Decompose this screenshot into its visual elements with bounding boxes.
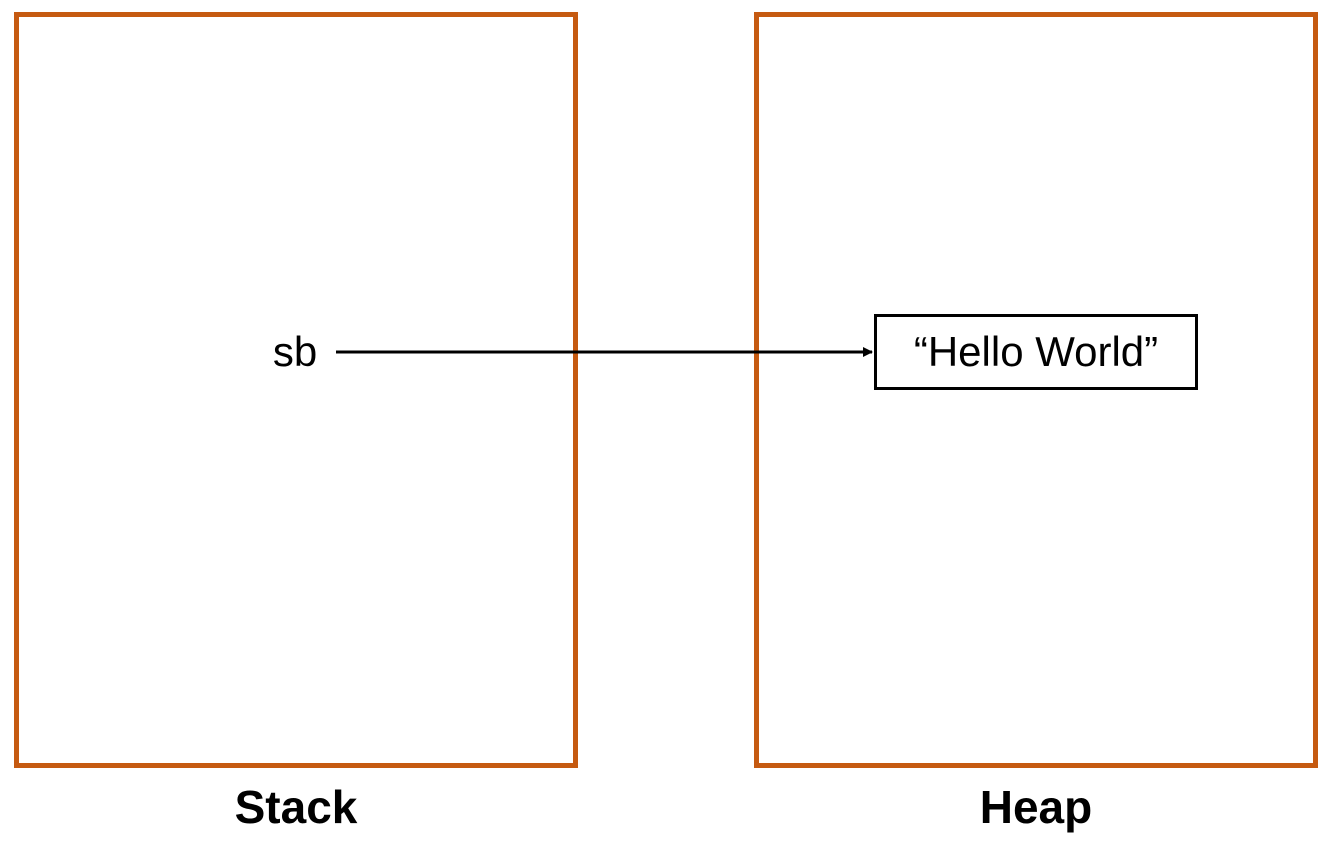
heap-object: “Hello World” xyxy=(874,314,1198,390)
heap-label: Heap xyxy=(979,781,1093,833)
heap-object-value: “Hello World” xyxy=(913,328,1159,375)
stack-label: Stack xyxy=(234,781,358,833)
variable-label: sb xyxy=(272,328,318,375)
stack-region xyxy=(14,12,578,768)
heap-region xyxy=(754,12,1318,768)
